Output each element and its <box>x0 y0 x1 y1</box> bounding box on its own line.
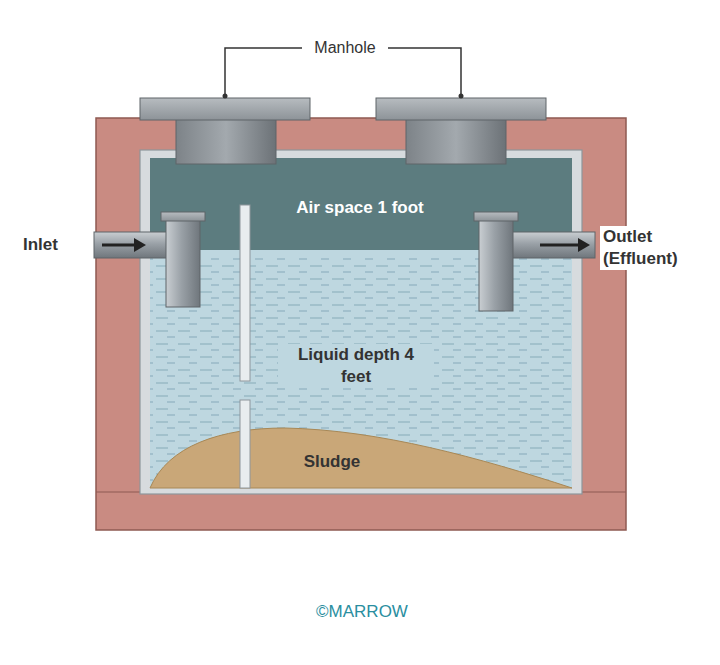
copyright-note: ©MARROW <box>313 601 411 623</box>
flow-arrow <box>102 244 136 247</box>
part-label: Inlet <box>20 234 61 256</box>
leader-dot <box>459 94 464 99</box>
baffle-upper <box>240 205 250 381</box>
manhole-neck <box>176 118 276 164</box>
manhole-cover <box>140 98 310 120</box>
tank-lining <box>140 150 582 494</box>
baffle-lower <box>240 400 250 488</box>
inlet-tee <box>166 219 200 307</box>
dimension-label: Liquid depth 4 feet <box>278 344 434 388</box>
flow-arrow <box>540 244 578 247</box>
sludge-layer <box>150 428 572 488</box>
outlet-tee-rim <box>474 212 518 221</box>
region-label: Air space 1 foot <box>293 197 427 219</box>
leader-dot <box>223 94 228 99</box>
flow-arrowhead <box>134 238 146 252</box>
part-label: Outlet (Effluent) <box>600 226 716 270</box>
manhole-cover <box>376 98 546 120</box>
housing-wall <box>96 118 626 530</box>
manhole-neck <box>406 118 506 164</box>
leader-line <box>225 48 302 96</box>
leader-line <box>388 48 461 96</box>
outlet-pipe <box>505 232 595 258</box>
outlet-tee <box>479 219 513 311</box>
flow-arrowhead <box>578 238 590 252</box>
inlet-tee-rim <box>161 212 205 221</box>
part-label: Manhole <box>311 38 378 59</box>
region-label: Sludge <box>301 451 364 473</box>
inlet-pipe <box>94 232 174 258</box>
